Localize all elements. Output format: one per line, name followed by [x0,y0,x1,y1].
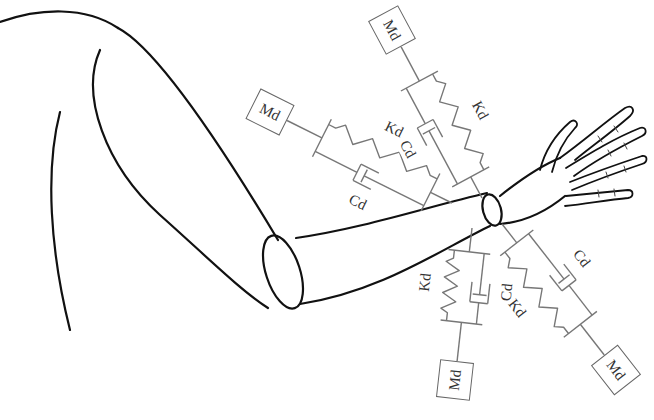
unit-stroke [361,170,367,183]
unit-stroke [417,128,426,146]
mass-box: Md [436,359,474,401]
unit-stroke [406,88,425,124]
unit-stroke [471,177,482,198]
mass-box: Md [245,88,294,135]
spring-label: Kd [468,96,493,123]
unit-stroke [417,120,433,129]
mass-box: Md [368,5,416,55]
unit-stroke [401,47,419,81]
unit-stroke [364,176,424,206]
unit-stroke [433,120,443,138]
unit-stroke [441,250,459,321]
mass-box: Md [591,345,641,396]
unit-stroke [569,285,592,315]
unit-stroke [564,264,576,280]
unit-stroke [488,284,490,304]
unit-stroke [361,164,379,173]
unit-stroke [315,151,357,172]
unit-stroke [353,180,371,189]
spring-label: Kd [416,271,435,295]
damper-label: Cd [569,244,595,271]
damper-label: Cd [344,190,371,214]
unit-stroke [431,192,453,203]
unit-stroke [559,275,570,284]
unit-stroke [287,121,322,138]
unit-stroke [502,224,517,243]
mass-label: Md [603,357,629,384]
unit-stroke [550,275,562,291]
unit-stroke [473,294,487,296]
unit-stroke [529,234,565,279]
mass-label: Md [380,17,405,43]
unit-stroke [470,282,472,302]
mass-label: Md [445,369,464,392]
unit-stroke [476,303,478,324]
mass-label: Md [257,100,283,125]
unit-stroke [469,228,472,252]
unit-stroke [429,131,457,184]
unit-stroke [423,128,435,135]
unit-stroke [580,324,604,355]
unit-stroke [457,322,461,361]
unit-stroke [480,254,485,295]
